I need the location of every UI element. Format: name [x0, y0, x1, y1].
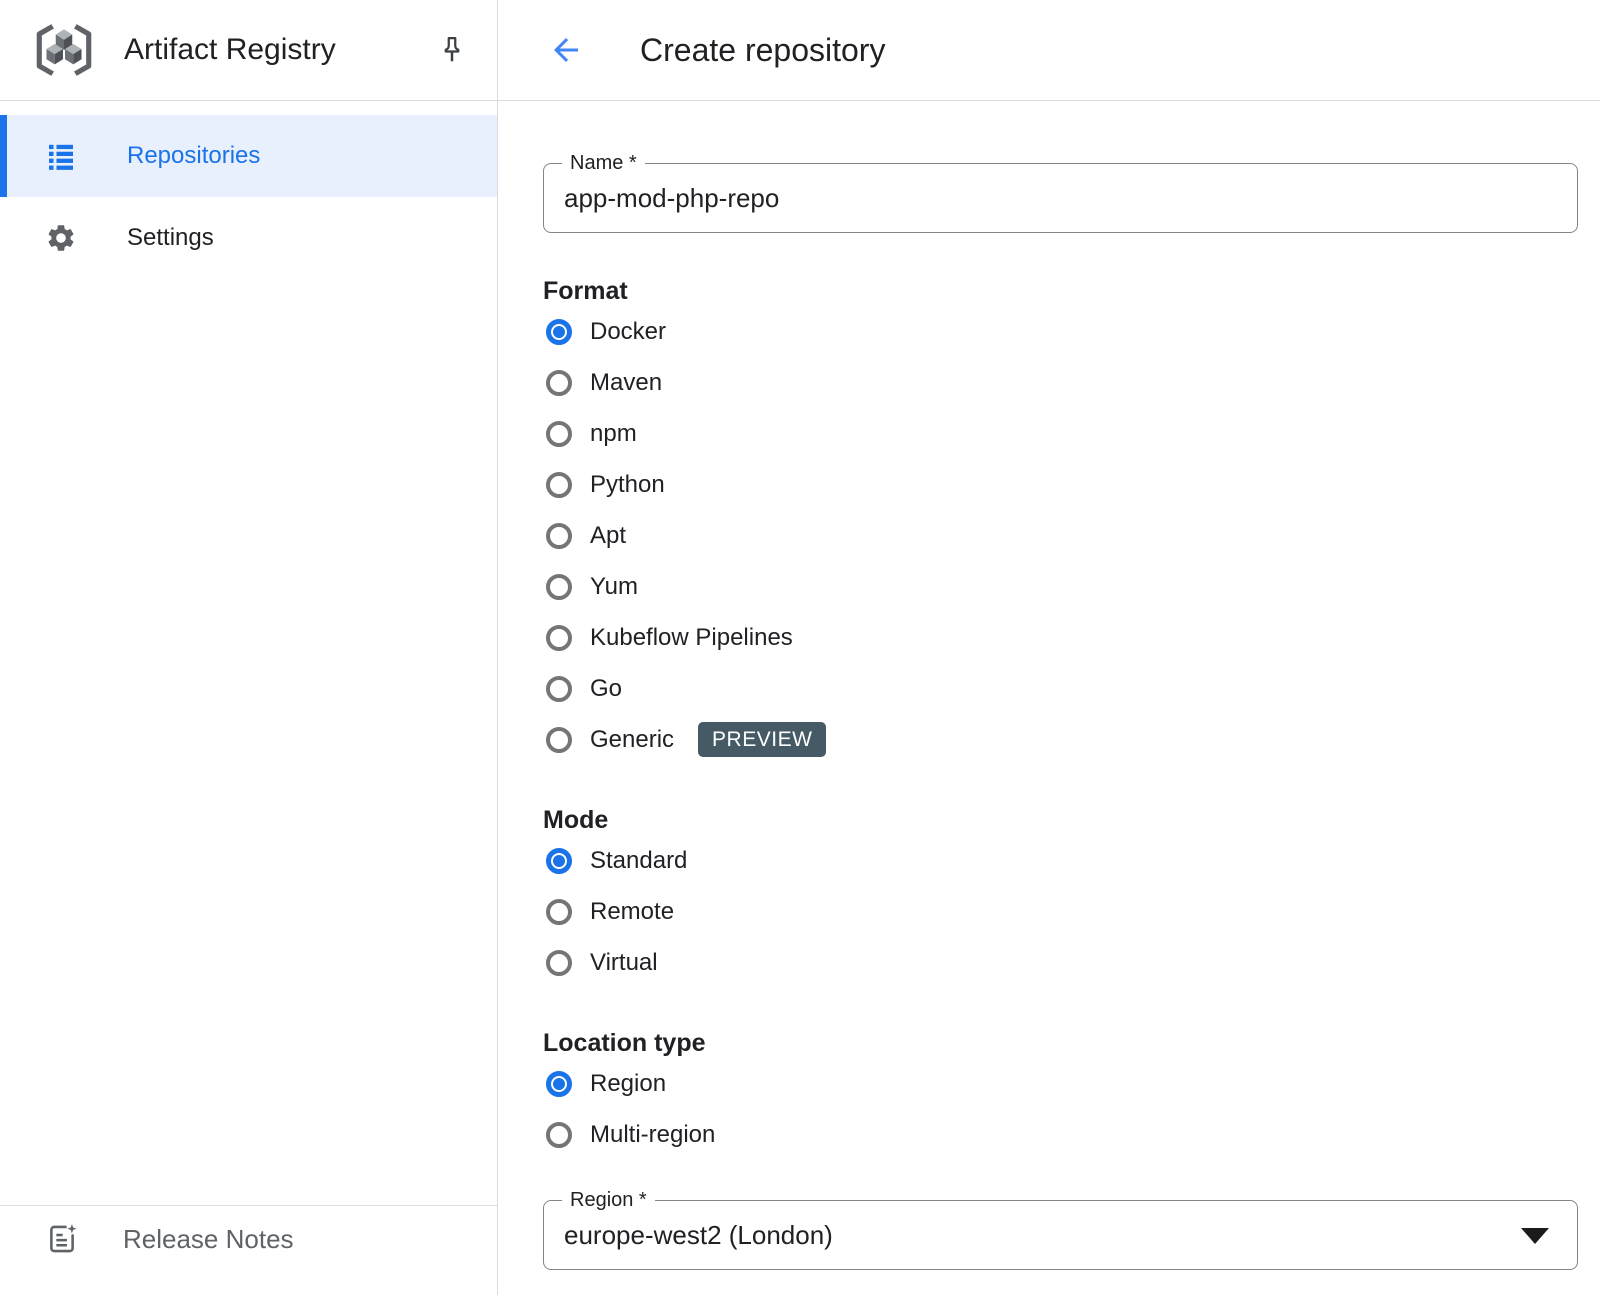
radio-selected-icon[interactable]	[546, 847, 572, 874]
radio-option-docker[interactable]: Docker	[543, 306, 1578, 357]
sidebar-header: Artifact Registry	[0, 0, 497, 101]
radio-option-label: Virtual	[590, 948, 658, 976]
release-notes-label: Release Notes	[123, 1224, 294, 1254]
radio-unselected-icon[interactable]	[546, 898, 572, 925]
radio-unselected-icon[interactable]	[546, 675, 572, 702]
radio-option-apt[interactable]: Apt	[543, 510, 1578, 561]
page-title: Create repository	[640, 31, 886, 68]
sidebar-item-settings[interactable]: Settings	[0, 197, 497, 279]
radio-option-maven[interactable]: Maven	[543, 357, 1578, 408]
sidebar-item-label: Repositories	[127, 142, 261, 169]
radio-option-label: Multi-region	[590, 1120, 716, 1148]
region-select-label: Region *	[562, 1189, 655, 1211]
radio-option-generic[interactable]: Generic PREVIEW	[543, 714, 1578, 765]
radio-option-label: Python	[590, 470, 665, 498]
sidebar-item-label: Settings	[127, 224, 214, 251]
radio-unselected-icon[interactable]	[546, 624, 572, 651]
radio-selected-icon[interactable]	[546, 318, 572, 345]
format-section-label: Format	[543, 277, 628, 305]
radio-option-label: Remote	[590, 897, 675, 925]
radio-unselected-icon[interactable]	[546, 573, 572, 600]
radio-unselected-icon[interactable]	[546, 369, 572, 396]
radio-unselected-icon[interactable]	[546, 420, 572, 447]
page-header: Create repository	[498, 0, 1600, 101]
radio-option-label: Docker	[590, 317, 667, 345]
radio-unselected-icon[interactable]	[546, 949, 572, 976]
radio-unselected-icon[interactable]	[546, 471, 572, 498]
list-icon	[45, 140, 77, 172]
radio-option-remote[interactable]: Remote	[543, 886, 1578, 937]
preview-badge: PREVIEW	[698, 722, 827, 757]
region-select[interactable]: Region * europe-west2 (London)	[543, 1189, 1578, 1270]
radio-selected-icon[interactable]	[546, 1070, 572, 1097]
artifact-registry-logo-icon	[30, 21, 98, 79]
gear-icon	[45, 222, 77, 254]
radio-option-yum[interactable]: Yum	[543, 561, 1578, 612]
radio-option-label: Standard	[590, 846, 688, 874]
radio-option-label: Region	[590, 1069, 667, 1097]
radio-unselected-icon[interactable]	[546, 726, 572, 753]
pin-icon[interactable]	[437, 33, 467, 67]
mode-section-label: Mode	[543, 806, 609, 834]
radio-option-go[interactable]: Go	[543, 663, 1578, 714]
radio-option-label: Go	[590, 674, 623, 702]
main-panel: Create repository Name * Format DockerMa…	[498, 0, 1600, 1295]
radio-option-label: Maven	[590, 368, 663, 396]
radio-option-virtual[interactable]: Virtual	[543, 937, 1578, 988]
dropdown-arrow-icon	[1521, 1228, 1549, 1244]
radio-option-label: Kubeflow Pipelines	[590, 623, 793, 651]
release-notes-icon	[45, 1222, 79, 1256]
back-button[interactable]	[548, 32, 584, 68]
radio-option-region[interactable]: Region	[543, 1058, 1578, 1109]
location-type-section-label: Location type	[543, 1029, 706, 1057]
radio-option-npm[interactable]: npm	[543, 408, 1578, 459]
radio-option-python[interactable]: Python	[543, 459, 1578, 510]
name-field-label: Name *	[562, 152, 645, 174]
product-title: Artifact Registry	[124, 33, 336, 66]
radio-option-kubeflow-pipelines[interactable]: Kubeflow Pipelines	[543, 612, 1578, 663]
radio-unselected-icon[interactable]	[546, 522, 572, 549]
name-field[interactable]: Name *	[543, 152, 1578, 233]
radio-option-label: Yum	[590, 572, 639, 600]
radio-option-multi-region[interactable]: Multi-region	[543, 1109, 1578, 1160]
radio-option-label: npm	[590, 419, 637, 447]
name-input[interactable]	[544, 182, 1577, 214]
region-select-value: europe-west2 (London)	[564, 1219, 833, 1250]
radio-option-label: Apt	[590, 521, 627, 549]
release-notes-button[interactable]: Release Notes	[0, 1205, 497, 1295]
radio-option-label: Generic	[590, 725, 675, 753]
sidebar-item-repositories[interactable]: Repositories	[0, 115, 497, 197]
radio-option-standard[interactable]: Standard	[543, 835, 1578, 886]
radio-unselected-icon[interactable]	[546, 1121, 572, 1148]
